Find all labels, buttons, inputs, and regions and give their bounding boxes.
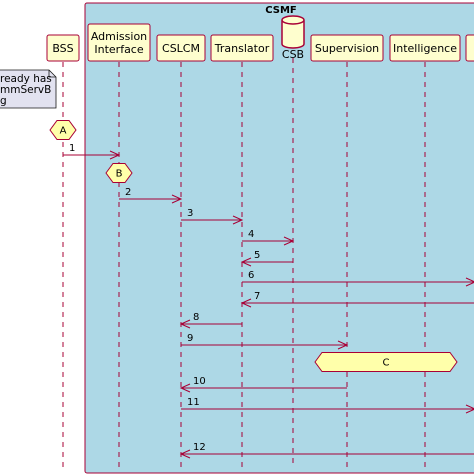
arrowhead-icon <box>232 215 244 225</box>
message-number: 1 <box>69 143 75 154</box>
participant-label: Supervision <box>315 42 379 55</box>
participant-box <box>310 34 384 62</box>
arrowhead-icon <box>171 194 183 204</box>
participant-label: CSLCM <box>162 42 200 55</box>
hexagon-label: A <box>60 126 67 137</box>
arrowhead-icon <box>240 298 252 308</box>
message-number: 12 <box>193 442 206 453</box>
message-3: 3 <box>181 208 244 225</box>
participant-translator: Translator <box>210 34 274 62</box>
participant-box <box>46 34 80 62</box>
message-number: 11 <box>187 397 200 408</box>
message-1: 1 <box>63 143 121 160</box>
note-line: g <box>0 95 7 107</box>
participant-box <box>210 34 274 62</box>
arrowhead-icon <box>283 236 295 246</box>
participant-intelligence: Intelligence <box>389 34 461 62</box>
participant-label: Translator <box>214 42 270 55</box>
reference-hexagon-b: B <box>105 163 133 183</box>
participant-label: BSS <box>52 42 73 55</box>
message-4: 4 <box>242 229 295 246</box>
arrowhead-icon <box>465 277 474 287</box>
database-icon <box>281 15 305 49</box>
message-number: 5 <box>254 250 260 261</box>
participant-box <box>87 23 151 62</box>
participant-supervision: Supervision <box>310 34 384 62</box>
participant-cslcm: CSLCM <box>156 34 206 62</box>
message-number: 3 <box>187 208 193 219</box>
message-5: 5 <box>240 250 293 267</box>
message-number: 10 <box>193 376 206 387</box>
participant-label: Admission <box>91 30 147 43</box>
message-8: 8 <box>179 312 242 329</box>
participant-label: Intelligence <box>393 42 457 55</box>
hexagon-label: B <box>116 169 123 180</box>
message-12: 12 <box>179 442 474 459</box>
arrowhead-icon <box>465 404 474 414</box>
arrowhead-icon <box>337 340 349 350</box>
message-number: 9 <box>187 333 193 344</box>
arrowhead-icon <box>179 449 191 459</box>
arrowhead-icon <box>179 319 191 329</box>
hexagon-label: C <box>383 358 390 369</box>
message-2: 2 <box>119 187 183 204</box>
message-7: 7 <box>240 291 474 308</box>
arrowhead-icon <box>179 383 191 393</box>
message-number: 2 <box>125 187 131 198</box>
participant-box <box>156 34 206 62</box>
message-number: 7 <box>254 291 260 302</box>
message-number: 4 <box>248 229 254 240</box>
message-number: 6 <box>248 270 254 281</box>
message-10: 10 <box>179 376 347 393</box>
arrowhead-icon <box>109 150 121 160</box>
message-number: 8 <box>193 312 199 323</box>
reference-hexagon-a: A <box>49 120 77 140</box>
participant-box <box>389 34 461 62</box>
note-line: mmServB <box>0 84 51 96</box>
participant-bss: BSS <box>46 34 80 62</box>
reference-hexagon-c: C <box>314 352 458 372</box>
participant-label: CSB <box>282 48 304 61</box>
note-line: ready has <box>0 73 52 85</box>
participant-label: Interface <box>94 43 143 56</box>
message-11: 11 <box>181 397 474 414</box>
participant-csb: CSB <box>281 15 305 61</box>
message-6: 6 <box>242 270 474 287</box>
arrowhead-icon <box>240 257 252 267</box>
participant-box <box>465 34 474 62</box>
participant-extra: I <box>465 34 474 62</box>
csmf-group-title: CSMF <box>265 5 297 16</box>
message-9: 9 <box>181 333 349 350</box>
csmf-group-box <box>84 2 474 474</box>
